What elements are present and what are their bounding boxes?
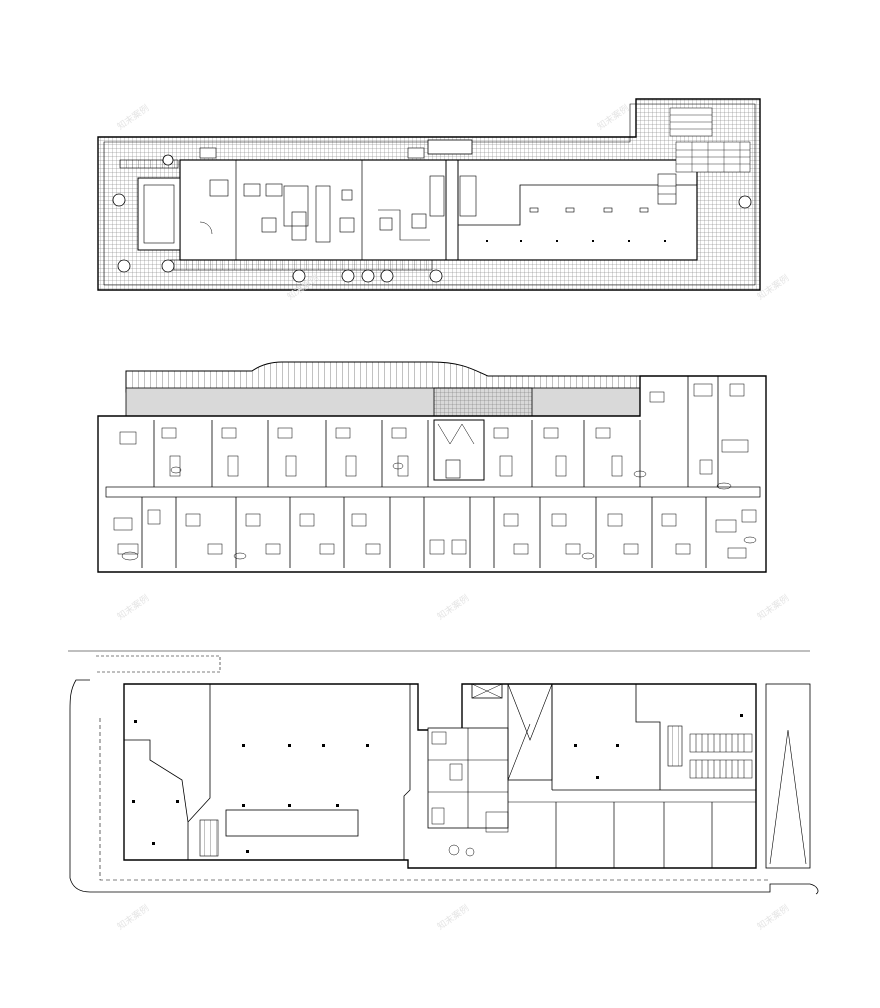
watermark-text: 知末案例 <box>435 592 471 622</box>
watermark-text: 知末案例 <box>755 592 791 622</box>
roof-pavilion <box>179 159 698 261</box>
roof-plan <box>97 98 761 291</box>
unit-furniture-north <box>119 383 749 477</box>
watermark-text: 知末案例 <box>595 102 631 132</box>
corridor <box>105 486 761 498</box>
watermark-text: 知末案例 <box>115 902 151 932</box>
service-room <box>225 809 359 837</box>
site-boundary <box>69 679 819 895</box>
ramp <box>765 683 811 869</box>
north-terraces <box>125 361 641 393</box>
core <box>433 419 485 481</box>
unit-tables <box>121 462 757 561</box>
bike-racks <box>689 733 753 779</box>
unit-furniture-south <box>113 509 757 559</box>
floor-outline <box>97 375 767 573</box>
typical-floor-plan <box>97 361 767 573</box>
watermark-text: 知末案例 <box>115 592 151 622</box>
watermark-text: 知末案例 <box>755 902 791 932</box>
watermark-text: 知末案例 <box>115 102 151 132</box>
structural-columns <box>132 714 743 853</box>
ground-floor-plan <box>68 650 819 895</box>
roof-vents <box>112 154 752 283</box>
watermark-text: 知末案例 <box>435 902 471 932</box>
